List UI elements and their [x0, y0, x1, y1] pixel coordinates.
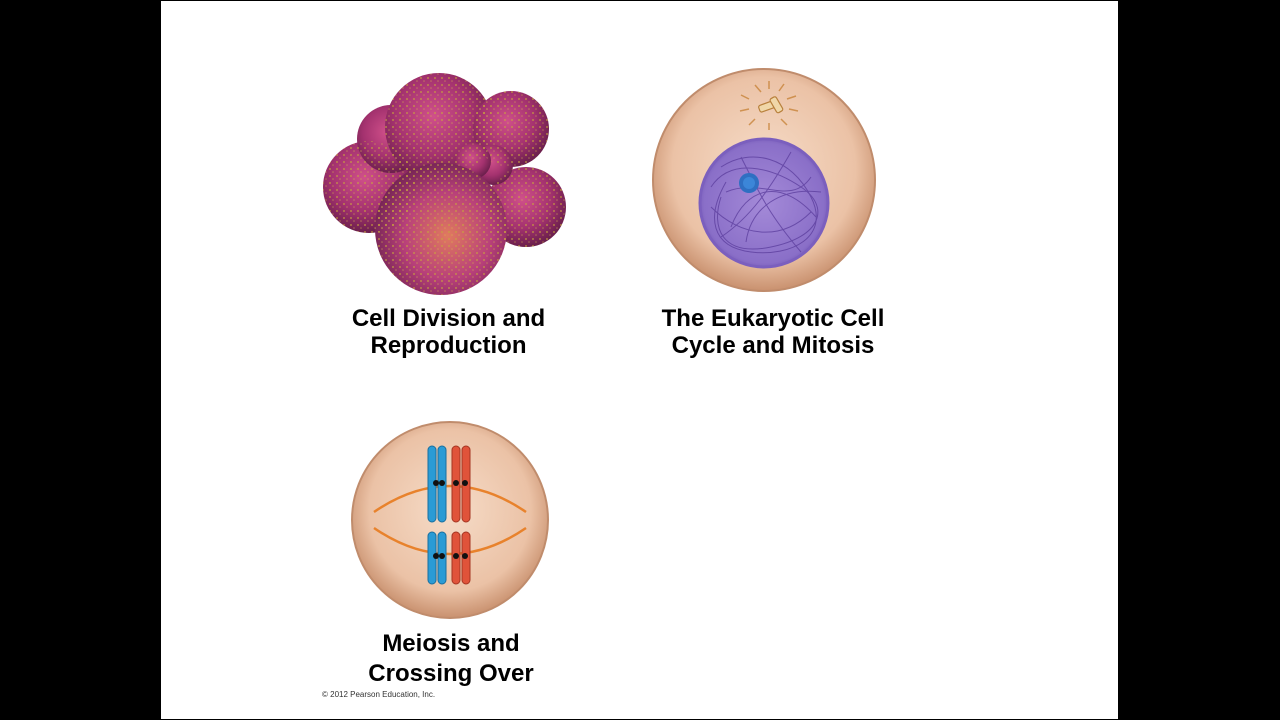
slide: Cell Division and Reproduction — [161, 1, 1118, 719]
embryo-cells-image — [323, 73, 566, 295]
meiosis-cell-image — [351, 421, 549, 619]
caption-cell-cycle-line2: Cycle and Mitosis — [671, 332, 875, 359]
caption-meiosis: Meiosis and Crossing Over — [351, 629, 551, 689]
caption-meiosis-line2: Crossing Over — [368, 660, 534, 687]
caption-cell-division: Cell Division and Reproduction — [341, 305, 556, 359]
caption-cell-division-line2: Reproduction — [370, 332, 527, 359]
caption-cell-division-line1: Cell Division and — [351, 305, 546, 332]
chromosome-pair-bottom — [427, 531, 471, 585]
copyright-notice: © 2012 Pearson Education, Inc. — [322, 690, 436, 699]
eukaryotic-cell-image — [652, 68, 876, 292]
caption-meiosis-line1: Meiosis and — [382, 630, 520, 657]
caption-cell-cycle-line1: The Eukaryotic Cell — [661, 305, 885, 332]
caption-cell-cycle: The Eukaryotic Cell Cycle and Mitosis — [649, 305, 897, 359]
chromosome-pair-top — [427, 445, 471, 523]
